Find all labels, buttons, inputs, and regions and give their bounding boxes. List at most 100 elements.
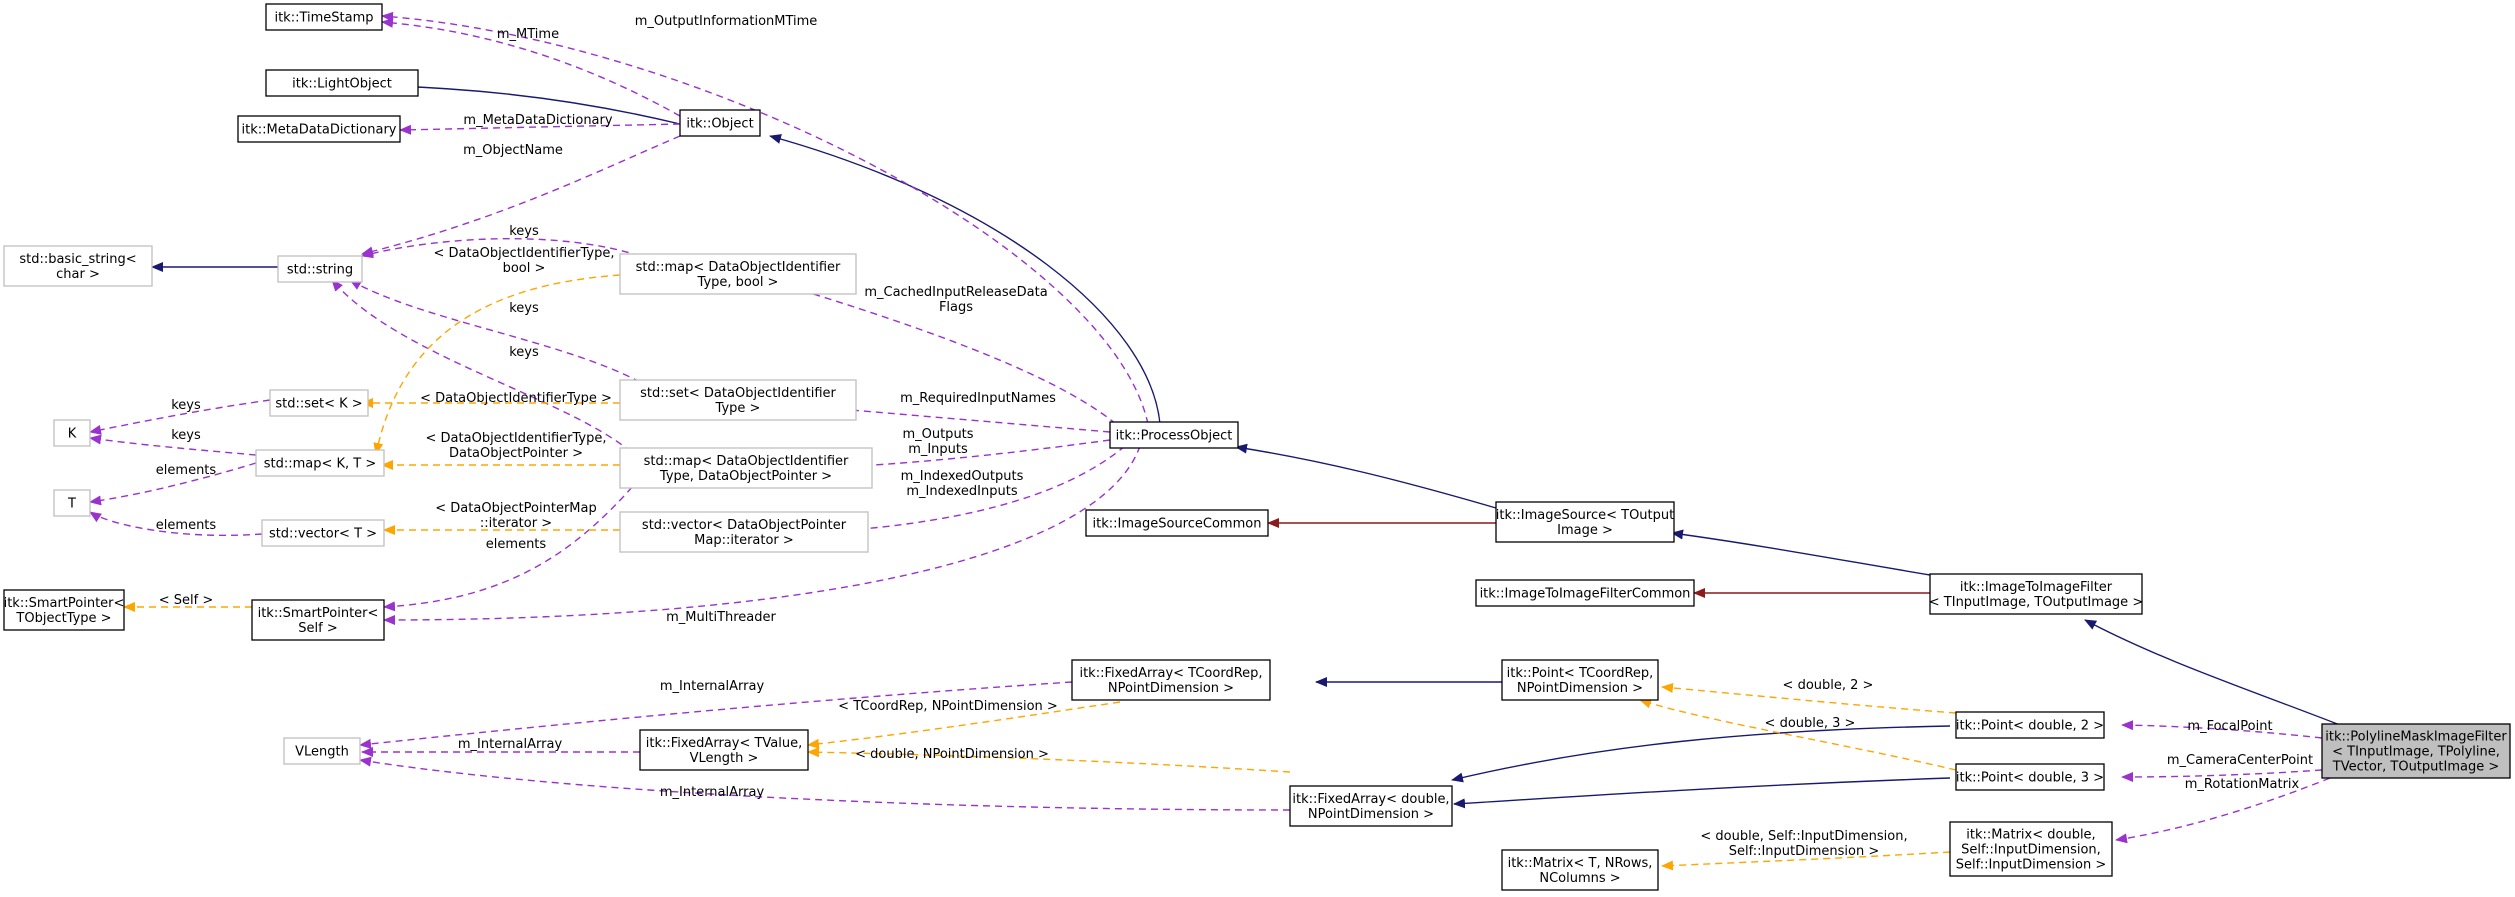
- edge-vlength-fixedarray-tcoord: [359, 681, 1073, 749]
- edge-processobject-imagesource: [1235, 443, 1497, 509]
- class-node-polylinemask[interactable]: itk::PolylineMaskImageFilter< TInputImag…: [2321, 723, 2511, 779]
- class-node-fixedarray-double[interactable]: itk::FixedArray< double,NPointDimension …: [1289, 785, 1453, 827]
- edge-label-keys-mapkt: keys: [171, 428, 201, 443]
- class-node-label: itk::ProcessObject: [1116, 429, 1233, 444]
- class-node-box: [1501, 849, 1659, 891]
- class-node-label: Self >: [298, 621, 337, 636]
- class-node-label: < TInputImage, TOutputImage >: [1929, 595, 2143, 610]
- edge-vlength-fixedarray-double: [359, 756, 1291, 811]
- class-node-label: VLength: [295, 745, 349, 760]
- class-node-metadatadictionary[interactable]: itk::MetaDataDictionary: [237, 115, 401, 143]
- class-node-label: std::map< K, T >: [264, 457, 377, 472]
- class-node-string[interactable]: std::string: [277, 255, 363, 283]
- class-node-smartpointer-t[interactable]: itk::SmartPointer<TObjectType >: [3, 589, 125, 631]
- class-node-box: [2321, 723, 2511, 779]
- class-node-box: [619, 511, 869, 553]
- class-node-smartpointer-self[interactable]: itk::SmartPointer<Self >: [251, 599, 385, 641]
- class-node-point-d2[interactable]: itk::Point< double, 2 >: [1955, 711, 2105, 739]
- edge-label-double-3: < double, 3 >: [1765, 716, 1856, 731]
- class-node-box: [1071, 659, 1271, 701]
- class-node-label: std::string: [287, 263, 353, 278]
- class-node-box: [1501, 659, 1659, 701]
- edge-smartpointer-processobject: [383, 445, 1141, 625]
- class-node-map-dop[interactable]: std::map< DataObjectIdentifierType, Data…: [619, 447, 873, 489]
- class-node-label: std::map< DataObjectIdentifier: [644, 454, 849, 469]
- edge-matrix-polyline: [2115, 777, 2331, 844]
- class-node-fixedarray-tcoord[interactable]: itk::FixedArray< TCoordRep,NPointDimensi…: [1071, 659, 1271, 701]
- class-node-label: Image >: [1557, 523, 1613, 538]
- class-node-lightobject[interactable]: itk::LightObject: [265, 69, 419, 97]
- edge-label-m-multithreader: m_MultiThreader: [666, 610, 776, 625]
- class-node-imagesourcecommon[interactable]: itk::ImageSourceCommon: [1085, 509, 1269, 537]
- class-node-box: [3, 589, 125, 631]
- edge-label-m-indexed: m_IndexedInputs: [906, 484, 1017, 499]
- class-node-timestamp[interactable]: itk::TimeStamp: [265, 3, 383, 31]
- class-node-map-bool[interactable]: std::map< DataObjectIdentifierType, bool…: [619, 253, 857, 295]
- class-node-processobject[interactable]: itk::ProcessObject: [1109, 421, 1239, 449]
- edge-label-doi-dop: DataObjectPointer >: [449, 446, 583, 461]
- class-node-imagetoimagefilter[interactable]: itk::ImageToImageFilter< TInputImage, TO…: [1929, 573, 2143, 615]
- class-node-vlength[interactable]: VLength: [283, 737, 361, 765]
- class-node-box: [1085, 509, 1269, 537]
- class-node-label: itk::ImageSource< TOutput: [1496, 508, 1674, 523]
- edge-label-m-cachedinputreleasedataflags: m_CachedInputReleaseData: [864, 285, 1047, 300]
- class-node-label: Self::InputDimension,: [1961, 843, 2101, 858]
- class-node-box: [1289, 785, 1453, 827]
- class-node-map-kt[interactable]: std::map< K, T >: [255, 449, 385, 477]
- class-node-point-d3[interactable]: itk::Point< double, 3 >: [1955, 763, 2105, 791]
- edge-matrix-t-double: [1661, 851, 1951, 871]
- class-node-point-tcoord[interactable]: itk::Point< TCoordRep,NPointDimension >: [1501, 659, 1659, 701]
- class-node-box: [237, 115, 401, 143]
- edge-label-double-npd: < double, NPointDimension >: [855, 747, 1049, 762]
- class-node-box: [1929, 573, 2143, 615]
- edge-label-m-internalarray-1: m_InternalArray: [660, 679, 765, 694]
- edge-point-tcoord-d2: [1661, 683, 1957, 714]
- class-nodes: itk::TimeStampitk::LightObjectitk::MetaD…: [3, 3, 2511, 891]
- class-node-t[interactable]: T: [53, 489, 91, 517]
- class-node-box: [3, 245, 153, 287]
- edge-fixedarray-tvalue-double: [807, 747, 1291, 773]
- class-node-box: [1949, 821, 2113, 877]
- class-node-label: itk::ImageToImageFilterCommon: [1480, 587, 1691, 602]
- class-node-imagesource[interactable]: itk::ImageSource< TOutputImage >: [1495, 501, 1675, 543]
- edge-label-tcoordrep-npd: < TCoordRep, NPointDimension >: [838, 699, 1058, 714]
- edge-label-dopm-iterator: ::iterator >: [480, 516, 552, 531]
- class-node-box: [679, 109, 761, 137]
- class-node-basic-string[interactable]: std::basic_string<char >: [3, 245, 153, 287]
- edge-label-m-focalpoint: m_FocalPoint: [2187, 719, 2272, 734]
- class-node-box: [53, 419, 91, 447]
- class-node-box: [269, 389, 369, 417]
- class-node-set-doi[interactable]: std::set< DataObjectIdentifierType >: [619, 379, 857, 421]
- edge-smartpointer-mapdop: [383, 477, 641, 612]
- edge-string-setdoi: [349, 279, 641, 383]
- class-node-label: itk::Matrix< T, NRows,: [1508, 856, 1653, 871]
- class-node-box: [261, 519, 385, 547]
- edge-label-double-2: < double, 2 >: [1783, 678, 1874, 693]
- class-node-vector-dop[interactable]: std::vector< DataObjectPointerMap::itera…: [619, 511, 869, 553]
- class-node-label: TObjectType >: [15, 611, 111, 626]
- edge-k-setk: [89, 399, 271, 435]
- edge-string-object: [361, 135, 681, 257]
- edge-label-dopm-iterator: < DataObjectPointerMap: [435, 501, 596, 516]
- class-node-box: [265, 3, 383, 31]
- class-node-box: [639, 729, 809, 771]
- edge-fixedarray-double-point-d3: [1453, 777, 1951, 809]
- class-node-label: itk::FixedArray< TCoordRep,: [1079, 666, 1262, 681]
- class-node-matrix-double[interactable]: itk::Matrix< double,Self::InputDimension…: [1949, 821, 2113, 877]
- class-node-vector-t[interactable]: std::vector< T >: [261, 519, 385, 547]
- class-node-matrix-t[interactable]: itk::Matrix< T, NRows,NColumns >: [1501, 849, 1659, 891]
- class-node-label: itk::LightObject: [292, 77, 392, 92]
- class-node-label: T: [67, 497, 76, 512]
- edge-label-m-metadatadictionary: m_MetaDataDictionary: [463, 113, 612, 128]
- edge-label-doi-bool: < DataObjectIdentifierType,: [434, 246, 615, 261]
- edge-pointd3-polyline: [2121, 769, 2323, 782]
- class-node-imagetoimagefiltercommon[interactable]: itk::ImageToImageFilterCommon: [1475, 579, 1695, 607]
- class-node-label: std::map< DataObjectIdentifier: [636, 260, 841, 275]
- class-node-label: std::basic_string<: [19, 252, 136, 267]
- class-node-object[interactable]: itk::Object: [679, 109, 761, 137]
- class-node-fixedarray-tvalue[interactable]: itk::FixedArray< TValue,VLength >: [639, 729, 809, 771]
- class-node-k[interactable]: K: [53, 419, 91, 447]
- edge-imagetoimagefilter-polylinemask: [2084, 619, 2341, 726]
- class-node-set-k[interactable]: std::set< K >: [269, 389, 369, 417]
